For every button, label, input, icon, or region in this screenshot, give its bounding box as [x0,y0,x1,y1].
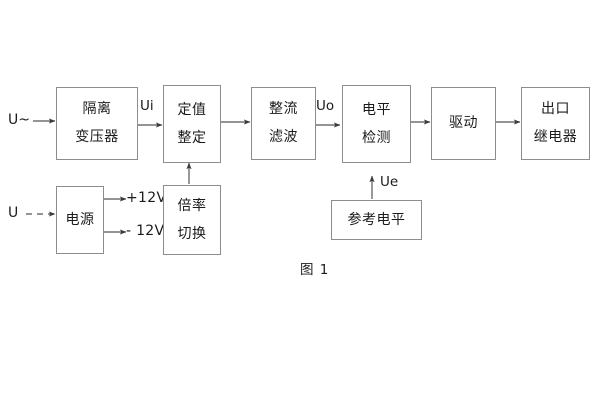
block-line: 隔离 [82,101,112,118]
block-multiplier-switch[interactable]: 倍率 切换 [163,185,221,255]
block-power-supply[interactable]: 电源 [56,186,104,254]
block-line: 整流 [269,101,298,118]
block-drive[interactable]: 驱动 [431,87,496,160]
block-line: 变压器 [75,129,119,145]
block-line: 电源 [65,211,95,228]
block-reference-level[interactable]: 参考电平 [331,200,422,240]
block-line: 参考电平 [347,211,406,228]
block-line: 切换 [177,225,207,242]
ac-input-label: U~ [8,112,30,128]
figure-caption: 图 1 [300,262,330,278]
block-output-relay[interactable]: 出口 继电器 [521,87,590,160]
block-line: 倍率 [177,197,207,214]
signal-label-ui: Ui [140,98,154,114]
block-line: 定值 [177,101,207,118]
block-line: 电平 [362,101,391,118]
power-rail-negative-label: - 12V [126,223,165,239]
block-rectify-filter[interactable]: 整流 滤波 [251,87,316,160]
block-line: 出口 [541,101,570,118]
dc-input-label: U [8,205,19,221]
block-line: 继电器 [533,129,578,145]
block-setting-value[interactable]: 定值 整定 [163,85,221,163]
block-line: 驱动 [449,115,478,132]
block-line: 检测 [362,129,391,146]
signal-label-uo: Uo [316,98,335,114]
power-rail-positive-label: +12V [126,190,167,206]
block-line: 滤波 [269,129,298,145]
block-isolation-transformer[interactable]: 隔离 变压器 [56,87,138,160]
block-line: 整定 [177,129,207,146]
signal-label-ue: Ue [380,174,399,190]
block-level-detection[interactable]: 电平 检测 [342,85,411,163]
